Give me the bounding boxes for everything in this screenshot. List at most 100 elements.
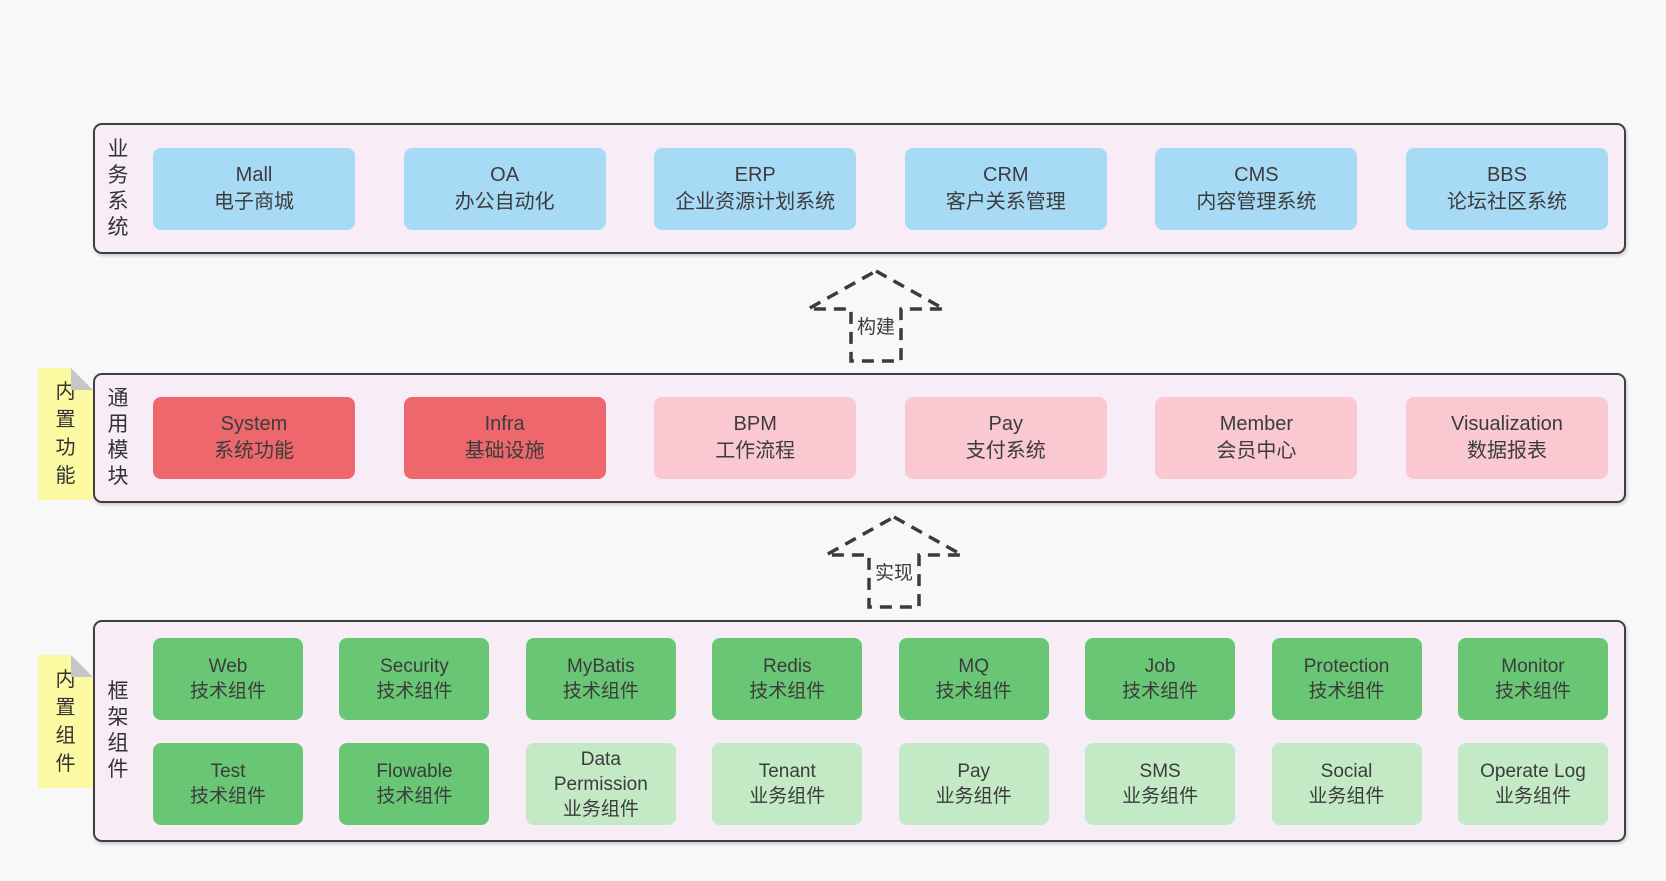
box-mybatis: MyBatis 技术组件 — [525, 638, 676, 720]
box-desc: 业务组件 — [749, 786, 826, 807]
box-desc: 企业资源计划系统 — [675, 190, 836, 213]
box-desc: 技术组件 — [749, 681, 826, 702]
sticky-note-built-in-functions: 内置功能 — [38, 368, 93, 500]
box-tenant: Tenant 业务组件 — [712, 743, 863, 825]
layer-business-systems: 业务系统 Mall 电子商城 OA 办公自动化 ERP 企业资源计划系统 CRM… — [93, 123, 1626, 254]
box-name: BPM — [733, 413, 777, 435]
box-crm: CRM 客户关系管理 — [904, 147, 1107, 230]
box-name: Protection — [1303, 656, 1390, 677]
box-sms: SMS 业务组件 — [1085, 743, 1236, 825]
box-name: Tenant — [758, 761, 816, 782]
dashed-up-arrow-icon — [801, 268, 951, 363]
arrow-label: 构建 — [852, 312, 900, 339]
box-name: Pay — [988, 413, 1024, 435]
note-text: 内置组件 — [55, 668, 76, 775]
box-desc: 电子商城 — [214, 190, 294, 213]
arrow-label: 实现 — [870, 558, 918, 585]
box-name: BBS — [1486, 163, 1527, 186]
box-desc: 技术组件 — [189, 786, 266, 807]
box-security: Security 技术组件 — [339, 638, 490, 720]
box-bbs: BBS 论坛社区系统 — [1405, 147, 1608, 230]
box-name: Mall — [235, 163, 273, 186]
layer-framework-components: 框架组件 Web 技术组件 Security 技术组件 MyBatis 技术组件… — [93, 620, 1626, 842]
box-member: Member 会员中心 — [1155, 397, 1358, 479]
components-row-2: Test 技术组件 Flowable 技术组件 Data Permission … — [153, 743, 1608, 825]
box-redis: Redis 技术组件 — [712, 638, 863, 720]
note-fold-corner — [71, 655, 93, 677]
box-name: Infra — [484, 413, 525, 435]
box-name: Security — [380, 656, 449, 677]
box-test: Test 技术组件 — [153, 743, 303, 825]
box-name: Visualization — [1451, 413, 1563, 435]
note-text: 内置功能 — [55, 381, 76, 487]
note-fold-corner — [71, 368, 93, 390]
box-infra: Infra 基础设施 — [403, 397, 606, 479]
modules-boxes-row: System 系统功能 Infra 基础设施 BPM 工作流程 Pay 支付系统… — [141, 375, 1608, 501]
layer-label-column: 框架组件 — [95, 622, 141, 840]
box-desc: 内容管理系统 — [1196, 190, 1317, 213]
box-name: Data Permission — [553, 748, 648, 795]
box-erp: ERP 企业资源计划系统 — [654, 147, 857, 230]
layer-label: 通用模块 — [107, 387, 129, 488]
box-visualization: Visualization 数据报表 — [1405, 397, 1608, 479]
arrow-build: 构建 — [801, 266, 951, 366]
box-desc: 业务组件 — [1122, 786, 1199, 807]
box-name: CRM — [983, 163, 1029, 186]
layer-label-column: 通用模块 — [95, 375, 141, 501]
box-protection: Protection 技术组件 — [1271, 638, 1422, 720]
dashed-up-arrow-icon — [819, 514, 969, 609]
box-name: OA — [490, 163, 520, 186]
box-pay-system: Pay 支付系统 — [904, 397, 1107, 479]
box-desc: 基础设施 — [464, 440, 545, 462]
box-name: Flowable — [376, 761, 453, 782]
box-name: SMS — [1139, 761, 1181, 782]
box-bpm: BPM 工作流程 — [654, 397, 857, 479]
box-oa: OA 办公自动化 — [403, 147, 606, 230]
box-desc: 技术组件 — [562, 681, 639, 702]
box-desc: 技术组件 — [189, 681, 266, 702]
business-boxes-row: Mall 电子商城 OA 办公自动化 ERP 企业资源计划系统 CRM 客户关系… — [141, 125, 1608, 252]
box-desc: 数据报表 — [1466, 440, 1547, 462]
sticky-note-built-in-components: 内置组件 — [38, 655, 93, 788]
box-desc: 系统功能 — [214, 440, 294, 462]
box-job: Job 技术组件 — [1085, 638, 1236, 720]
box-desc: 技术组件 — [1308, 681, 1385, 702]
box-social: Social 业务组件 — [1271, 743, 1422, 825]
box-name: Test — [210, 761, 246, 782]
box-name: CMS — [1234, 163, 1279, 186]
box-desc: 支付系统 — [965, 440, 1046, 462]
box-name: Pay — [957, 761, 991, 782]
layer-label-column: 业务系统 — [95, 125, 141, 252]
box-mq: MQ 技术组件 — [898, 638, 1049, 720]
box-name: MyBatis — [567, 656, 635, 677]
box-desc: 技术组件 — [376, 786, 453, 807]
box-desc: 客户关系管理 — [945, 190, 1066, 213]
box-monitor: Monitor 技术组件 — [1457, 638, 1608, 720]
box-desc: 技术组件 — [1494, 681, 1571, 702]
box-desc: 技术组件 — [1122, 681, 1199, 702]
box-flowable: Flowable 技术组件 — [339, 743, 490, 825]
box-operate-log: Operate Log 业务组件 — [1457, 743, 1608, 825]
layer-label: 框架组件 — [107, 680, 129, 781]
box-desc: 技术组件 — [935, 681, 1012, 702]
box-desc: 会员中心 — [1216, 440, 1297, 462]
box-desc: 工作流程 — [715, 440, 796, 462]
layer-label: 业务系统 — [107, 137, 129, 239]
box-desc: 办公自动化 — [454, 190, 555, 213]
box-name: Operate Log — [1480, 761, 1586, 782]
box-desc: 业务组件 — [1494, 786, 1571, 807]
box-data-permission: Data Permission 业务组件 — [525, 743, 676, 825]
arrow-implement: 实现 — [819, 512, 969, 612]
box-mall: Mall 电子商城 — [153, 147, 355, 230]
box-name: Member — [1219, 413, 1294, 435]
box-desc: 业务组件 — [1308, 786, 1385, 807]
components-row-1: Web 技术组件 Security 技术组件 MyBatis 技术组件 Redi… — [153, 638, 1608, 720]
box-desc: 技术组件 — [376, 681, 453, 702]
layer-common-modules: 通用模块 System 系统功能 Infra 基础设施 BPM 工作流程 Pay… — [93, 373, 1626, 503]
box-name: Web — [208, 656, 248, 677]
box-name: Redis — [762, 656, 812, 677]
box-pay-component: Pay 业务组件 — [898, 743, 1049, 825]
box-name: ERP — [734, 163, 776, 186]
box-name: System — [220, 413, 288, 435]
